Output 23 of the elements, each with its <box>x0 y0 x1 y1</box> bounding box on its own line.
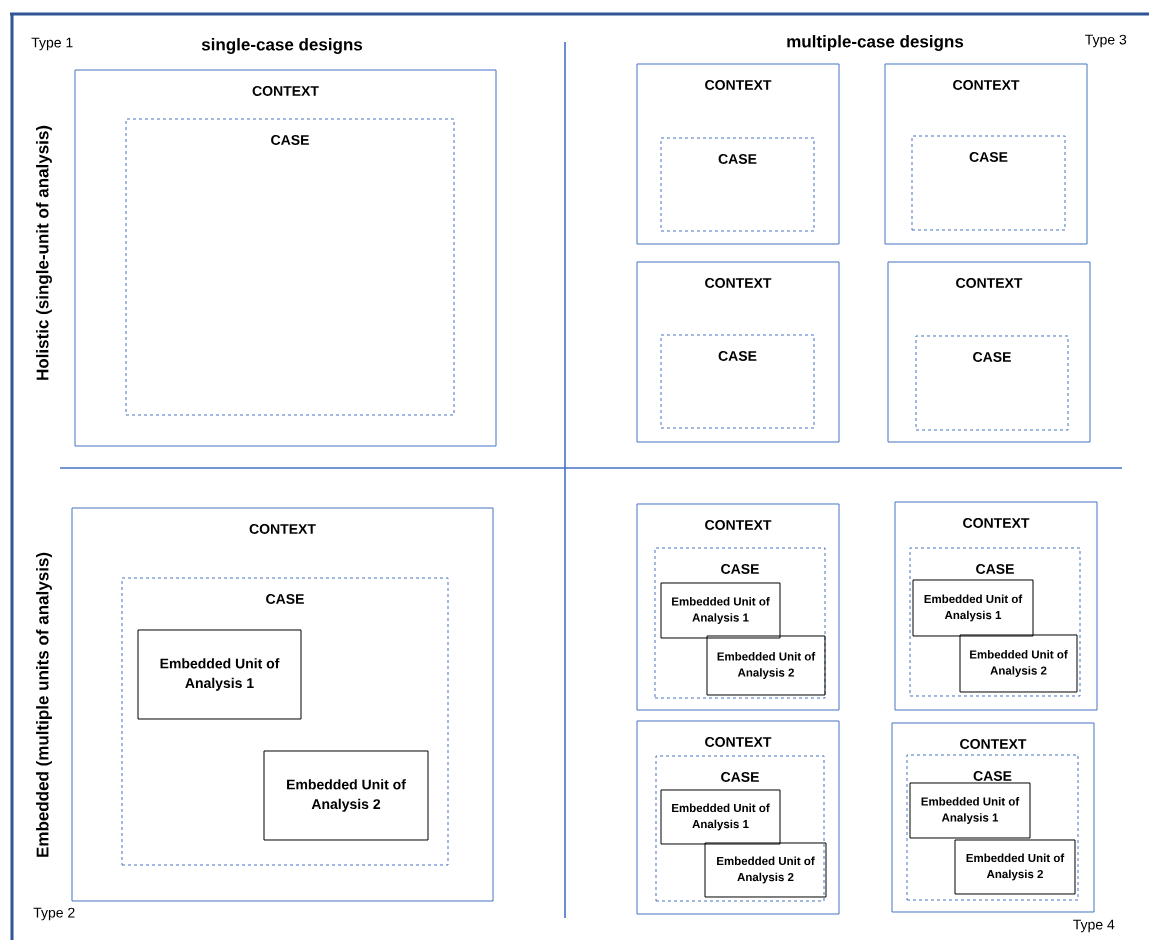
type-label: Type 2 <box>33 907 75 921</box>
unit-box: Embedded Unit of Analysis 2 <box>706 635 826 696</box>
case-box: CASE <box>911 135 1066 231</box>
unit-box: Embedded Unit of Analysis 1 <box>912 579 1034 637</box>
row-heading: Embedded (multiple units of analysis) <box>36 552 52 857</box>
unit-box: Embedded Unit of Analysis 2 <box>263 750 429 841</box>
unit-box: Embedded Unit of Analysis 1 <box>137 629 302 720</box>
type-label: Type 1 <box>31 37 73 51</box>
unit-box: Embedded Unit of Analysis 1 <box>660 582 781 639</box>
case-box: CASE <box>915 335 1069 431</box>
unit-box: Embedded Unit of Analysis 2 <box>704 842 827 898</box>
column-heading: multiple-case designs <box>787 35 964 51</box>
case-box: CASE <box>660 334 815 429</box>
type-label: Type 3 <box>1085 34 1127 48</box>
unit-box: Embedded Unit of Analysis 1 <box>660 789 781 845</box>
case-box: CASE <box>125 118 455 416</box>
unit-box: Embedded Unit of Analysis 2 <box>959 634 1078 693</box>
case-box: CASE <box>660 137 815 232</box>
unit-box: Embedded Unit of Analysis 1 <box>909 782 1031 839</box>
row-heading: Holistic (single-unit of analysis) <box>36 125 52 380</box>
type-label: Type 4 <box>1073 919 1115 933</box>
column-heading: single-case designs <box>201 38 363 54</box>
unit-box: Embedded Unit of Analysis 2 <box>954 839 1076 895</box>
